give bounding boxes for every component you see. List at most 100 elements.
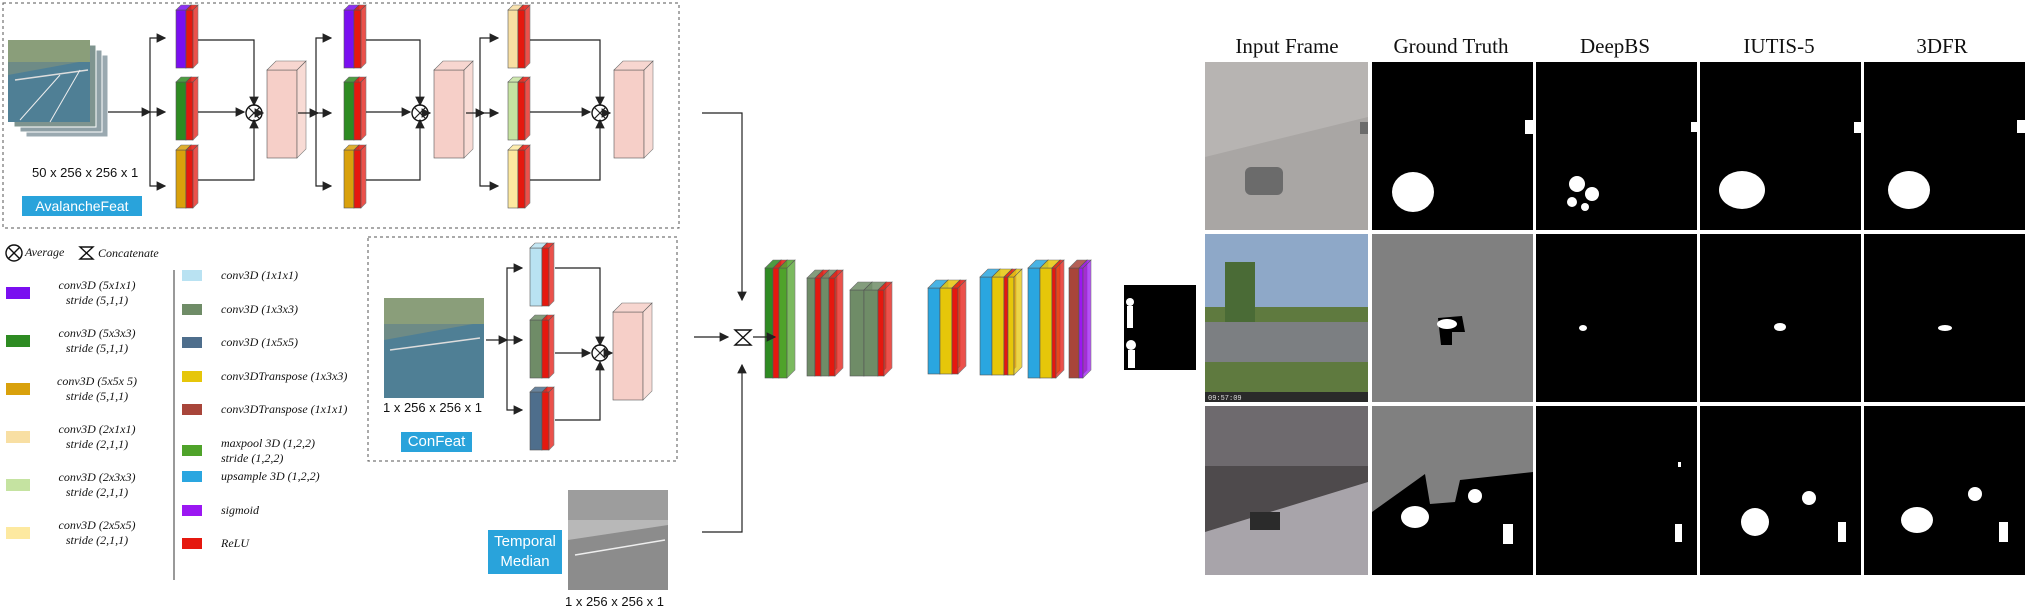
legend-label: conv3D (1x3x3): [221, 302, 298, 317]
ground-truth-1: [1372, 62, 1533, 230]
legend-swatch: [182, 370, 202, 382]
confeat-b3-relu: [541, 386, 555, 451]
legend-swatch: [182, 504, 202, 516]
legend-label: conv3DTranspose (1x1x1): [221, 402, 347, 417]
stage1-b1-relu: [185, 4, 199, 69]
stage2-avg-out: [433, 60, 474, 159]
column-header-input-frame: Input Frame: [1235, 34, 1339, 58]
concatenate-legend-symbol: [78, 246, 95, 260]
dec1-c: [951, 279, 967, 375]
legend-label-line1: conv3DTranspose (1x3x3): [221, 368, 348, 383]
enc3-c: [877, 281, 893, 377]
legend-label-line2: stride (2,1,1): [65, 533, 129, 547]
legend-label-line1: conv3D (2x3x3): [58, 470, 136, 484]
avalanche-tag: AvalancheFeat: [22, 196, 142, 216]
temporal-median-tag: Temporal Median: [488, 530, 562, 574]
legend-swatch: [6, 479, 30, 491]
stage1-b2-relu: [185, 76, 199, 141]
legend-label: ReLU: [221, 536, 249, 551]
stage2-b1-relu: [353, 4, 367, 69]
3dfr-1: [1864, 62, 2025, 230]
stage3-b2-relu: [517, 76, 531, 141]
confeat-avg-out: [612, 302, 653, 401]
average-label: Average: [25, 245, 65, 259]
temporal-line1: Temporal: [494, 533, 556, 550]
legend-swatch: [6, 383, 30, 395]
legend-label-line1: conv3D (5x1x1): [58, 278, 136, 292]
legend-label-line1: conv3D (2x5x5): [58, 518, 136, 532]
legend-label-line1: ReLU: [221, 536, 249, 550]
legend-label-line2: stride (2,1,1): [65, 437, 129, 451]
3dfr-2: [1864, 234, 2025, 402]
legend-label-line1: conv3D (1x3x3): [221, 301, 298, 316]
confeat-input-photo: [384, 298, 484, 398]
legend-label-line1: conv3D (5x5x 5): [57, 374, 137, 388]
stage2-b2-relu: [353, 76, 367, 141]
column-header-3dfr: 3DFR: [1916, 34, 1968, 58]
legend-label-line1: conv3D (1x1x1): [221, 268, 298, 282]
concatenate-symbol: [733, 329, 753, 346]
confeat-b2-relu: [541, 314, 555, 379]
legend-label-line2: stride (1,2,2): [221, 450, 284, 465]
dec2-d: [1007, 268, 1023, 376]
legend-label: conv3D (2x1x1)stride (2,1,1): [37, 422, 157, 452]
legend-label-line1: conv3D (2x1x1): [58, 422, 136, 436]
legend-swatch: [182, 303, 202, 315]
legend-label: upsample 3D (1,2,2): [221, 469, 320, 484]
legend-swatch: [182, 538, 202, 549]
legend-swatch: [6, 527, 30, 539]
confeat-tag: ConFeat: [401, 432, 472, 452]
3dfr-3: [1864, 406, 2025, 575]
iutis5-3: [1700, 406, 1861, 575]
stage3-b1-relu: [517, 4, 531, 69]
row-2: 09:57:09: [1205, 234, 2025, 403]
stage2-b3-relu: [353, 144, 367, 209]
legend-label: sigmoid: [221, 503, 259, 518]
iutis5-1: [1700, 62, 1861, 230]
legend-label-line2: stride (5,1,1): [65, 389, 129, 403]
column-header-iutis5: IUTIS-5: [1743, 34, 1815, 58]
legend-label-line1: conv3D (5x3x3): [58, 326, 136, 340]
legend-label: conv3D (1x1x1): [221, 268, 298, 283]
concatenate-label: Concatenate: [98, 246, 159, 260]
legend-label: conv3D (2x3x3)stride (2,1,1): [37, 470, 157, 500]
legend-swatch: [6, 431, 30, 443]
column-header-deepbs: DeepBS: [1580, 34, 1650, 58]
dec3-c: [1051, 259, 1065, 379]
legend-label-line1: conv3DTranspose (1x1x1): [221, 402, 348, 416]
legend-label-line2: stride (5,1,1): [65, 293, 129, 307]
legend-label-line1: upsample 3D (1,2,2): [221, 469, 320, 483]
temporal-median-photo: [568, 490, 668, 590]
legend-label-line1: conv3D (1x5x5): [221, 335, 298, 349]
results-images: 09:57:09: [1205, 62, 2025, 575]
legend-swatch: [182, 404, 202, 415]
confeat-frame: [367, 236, 678, 462]
legend-swatch: [182, 337, 202, 348]
stage3-avg-out: [613, 60, 654, 159]
legend-label: conv3DTranspose (1x3x3): [221, 369, 347, 384]
legend-label-line2: stride (5,1,1): [65, 341, 129, 355]
avalanche-dims: 50 x 256 x 256 x 1: [32, 165, 139, 180]
legend-swatch: [182, 444, 202, 456]
confeat-dims: 1 x 256 x 256 x 1: [383, 400, 483, 415]
network-diagram: [2, 2, 1196, 590]
legend-swatch: [6, 287, 30, 299]
row-3: [1205, 406, 2025, 575]
legend-label: conv3D (5x3x3)stride (5,1,1): [37, 326, 157, 356]
deepbs-3: [1536, 406, 1697, 575]
temporal-dims: 1 x 256 x 256 x 1: [565, 594, 665, 609]
confeat-b1-relu: [541, 242, 555, 307]
avalanche-frame: [2, 2, 680, 229]
row-1: [1205, 62, 2025, 230]
avalanche-input-stack: [8, 40, 109, 138]
legend-label-line1: maxpool 3D (1,2,2): [221, 435, 315, 450]
stage1-b3-relu: [185, 144, 199, 209]
enc1-c: [778, 259, 796, 379]
stage1-avg-out: [266, 60, 307, 159]
input-frame-2-timestamp: 09:57:09: [1208, 395, 1242, 403]
average-symbol: [5, 244, 23, 262]
iutis5-2: [1700, 234, 1861, 402]
legend-swatch: [182, 471, 202, 482]
deepbs-2: [1536, 234, 1697, 402]
dec4-b: [1078, 259, 1092, 379]
